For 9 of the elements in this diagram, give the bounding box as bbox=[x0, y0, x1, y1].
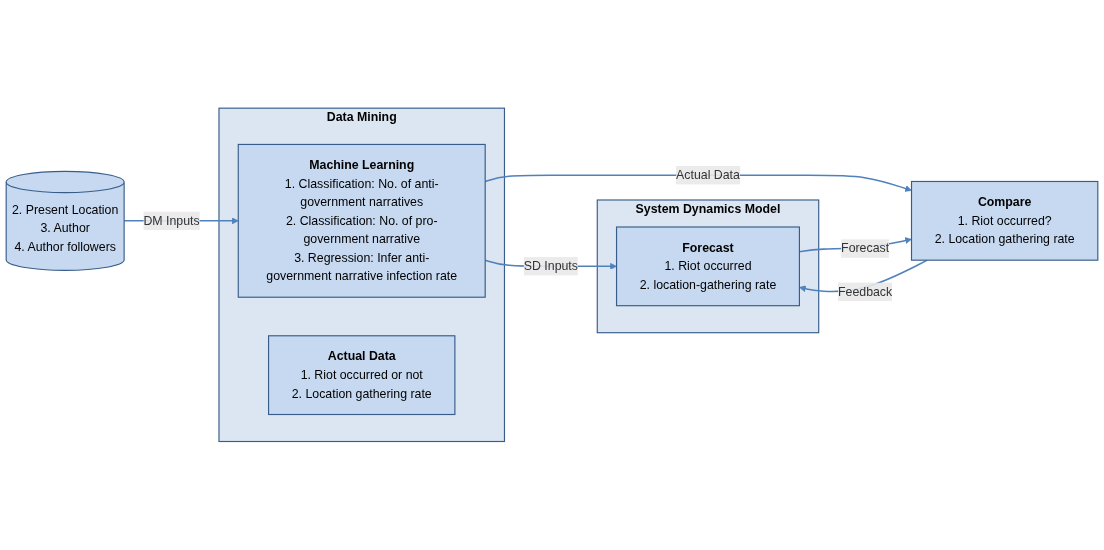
node-box: Forecast 1. Riot occurred 2. location-gathering rate bbox=[615, 226, 800, 307]
edge-label: SD Inputs bbox=[523, 259, 578, 273]
edge-label: Feedback bbox=[838, 285, 893, 299]
node-box: Machine Learning 1. Classification: No. of anti-government narratives 2. Classification: No. of pro-government narrative 3. Regression: Infer anti-government narrative infection rate bbox=[237, 144, 486, 298]
node-box: Actual Data 1. Riot occurred or not 2. Location gathering rate bbox=[268, 335, 456, 416]
edge-label: Actual Data bbox=[676, 168, 740, 182]
edge-label: Forecast bbox=[841, 241, 890, 255]
edge-label: DM Inputs bbox=[143, 214, 200, 228]
node-box: Compare 1. Riot occurred? 2. Location gathering rate bbox=[910, 181, 1099, 261]
